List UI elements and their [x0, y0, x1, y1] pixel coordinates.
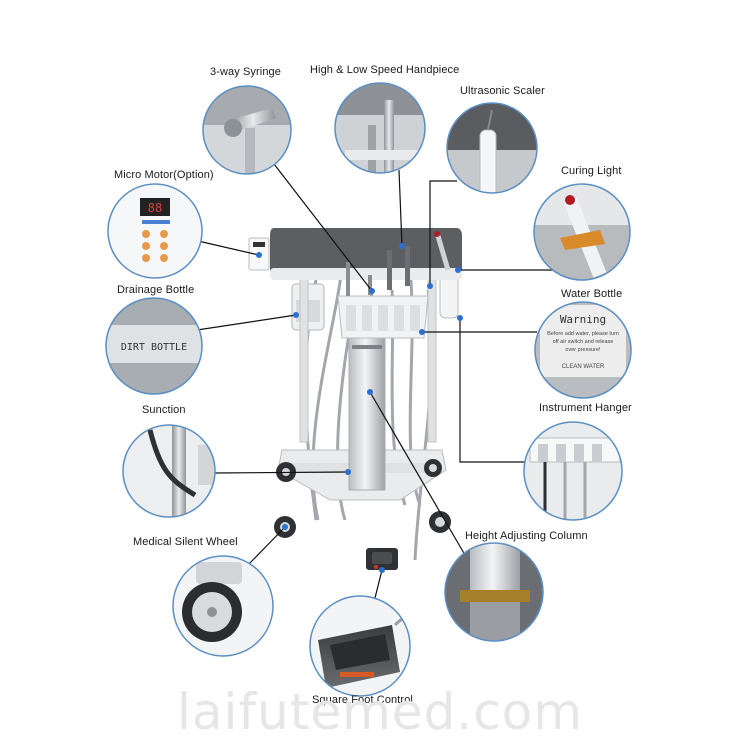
clean-water-label: CLEAN WATER [562, 364, 605, 370]
label-height-adjusting-column: Height Adjusting Column [465, 530, 588, 542]
foot-control-closeup [309, 595, 411, 697]
label-water-bottle: Water Bottle [561, 288, 623, 300]
label-handpiece: High & Low Speed Handpiece [310, 64, 460, 76]
label-3-way-syringe: 3-way Syringe [210, 66, 281, 78]
leader-lines [196, 163, 557, 599]
scaler-closeup [446, 102, 538, 194]
drainage-bottle-closeup: DIRT BOTTLE [105, 297, 203, 395]
label-micro-motor: Micro Motor(Option) [114, 169, 214, 181]
wheel-closeup [172, 555, 274, 657]
label-drainage-bottle: Drainage Bottle [117, 284, 195, 296]
warning-line-1: Before add water, please turn [547, 331, 619, 337]
handpiece-closeup [334, 82, 426, 174]
lift-column [348, 329, 386, 491]
micro-motor-closeup: 88 [107, 183, 203, 279]
label-ultrasonic-scaler: Ultrasonic Scaler [460, 85, 545, 97]
marker-dots [256, 243, 463, 573]
dirt-bottle-label: DIRT BOTTLE [121, 342, 187, 353]
label-instrument-hanger: Instrument Hanger [539, 402, 632, 414]
tray [270, 228, 462, 280]
suction-closeup [122, 424, 216, 518]
label-curing-light: Curing Light [561, 165, 622, 177]
height-column-closeup [444, 542, 544, 642]
curing-light-closeup [533, 183, 631, 281]
warning-line-2: off air switch and release [553, 339, 614, 345]
label-suction: Sunction [142, 404, 186, 416]
warning-line-3: over pressure! [565, 347, 601, 353]
label-square-foot-control: Square Foot Control [312, 694, 413, 706]
motor-display-digits: 88 [148, 201, 162, 215]
instrument-hanger-closeup [523, 421, 623, 521]
warning-title: Warning [560, 313, 606, 326]
watermark: laifutemed.com [177, 683, 583, 741]
water-bottle-closeup: Warning Before add water, please turn of… [534, 301, 632, 399]
syringe-closeup [202, 85, 292, 175]
label-medical-silent-wheel: Medical Silent Wheel [133, 536, 238, 548]
